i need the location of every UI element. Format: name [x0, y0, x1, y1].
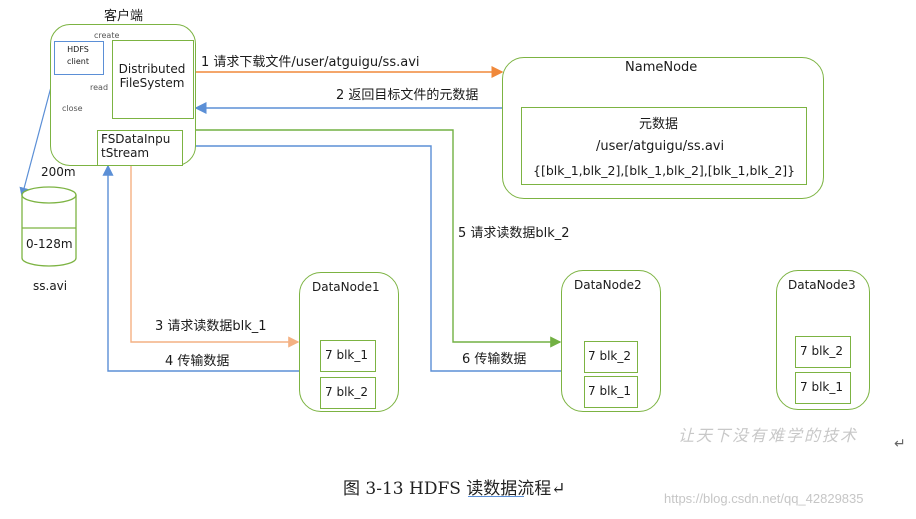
datanode2-block-2	[584, 376, 638, 408]
file-name-label: ss.avi	[33, 279, 68, 293]
client-title: 客户端	[104, 9, 144, 24]
datanode1-block-2-label: 7 blk_2	[325, 385, 368, 399]
file-size-label: 200m	[41, 165, 76, 179]
file-range-label: 0-128m	[26, 237, 73, 251]
metadata-title: 元数据	[639, 117, 679, 132]
hdfs-client-box	[54, 41, 104, 75]
datanode2-block-1	[584, 341, 638, 373]
step3-label: 3 请求读数据blk_1	[155, 319, 267, 334]
create-label: create	[94, 31, 120, 40]
source-url: https://blog.csdn.net/qq_42829835	[664, 491, 864, 506]
metadata-path: /user/atguigu/ss.avi	[596, 139, 725, 154]
step4-label: 4 传输数据	[165, 354, 230, 369]
step3-arrow	[130, 166, 300, 348]
datanode3-block-1	[795, 336, 851, 368]
metadata-blocks: {[blk_1,blk_2],[blk_1,blk_2],[blk_1,blk_…	[533, 163, 796, 178]
datanode2-block-1-label: 7 blk_2	[588, 349, 631, 363]
read-label: read	[90, 83, 109, 92]
datanode2-block-2-label: 7 blk_1	[588, 384, 631, 398]
return-mark: ↵	[894, 436, 906, 452]
step5-arrow	[182, 129, 562, 348]
step2-label: 2 返回目标文件的元数据	[336, 88, 479, 103]
distributed-fs-box	[112, 40, 194, 119]
step5-label: 5 请求读数据blk_2	[458, 226, 570, 241]
watermark-text: 让天下没有难学的技术	[678, 426, 859, 445]
step4-arrow	[102, 164, 300, 372]
metadata-box	[521, 107, 807, 185]
datanode3-block-1-label: 7 blk_2	[800, 344, 843, 358]
datanode1-title: DataNode1	[312, 280, 380, 294]
step6-arrow	[181, 140, 562, 372]
client-to-file-arrow	[19, 71, 56, 198]
datanode1-block-1-label: 7 blk_1	[325, 348, 368, 362]
hdfs-client-label: HDFS client	[67, 45, 89, 66]
figure-caption: 图 3-13 HDFS 读数据流程↵	[343, 479, 566, 499]
datanode3-block-2-label: 7 blk_1	[800, 380, 843, 394]
datanode1-block-2	[320, 377, 376, 409]
close-label: close	[62, 104, 83, 113]
datanode3-block-2	[795, 372, 851, 404]
fsdatainputstream-box	[97, 130, 183, 166]
local-file-cylinder	[21, 186, 77, 267]
step1-label: 1 请求下载文件/user/atguigu/ss.avi	[201, 55, 420, 70]
datanode3-title: DataNode3	[788, 278, 856, 292]
namenode-title: NameNode	[625, 60, 698, 75]
distributed-fs-label: Distributed FileSystem	[118, 62, 186, 90]
datanode2-title: DataNode2	[574, 278, 642, 292]
caption-underline	[468, 496, 524, 497]
fsdatainputstream-label: FSDataInputStream	[101, 132, 171, 160]
step6-label: 6 传输数据	[462, 352, 527, 367]
datanode1-block-1	[320, 340, 376, 372]
